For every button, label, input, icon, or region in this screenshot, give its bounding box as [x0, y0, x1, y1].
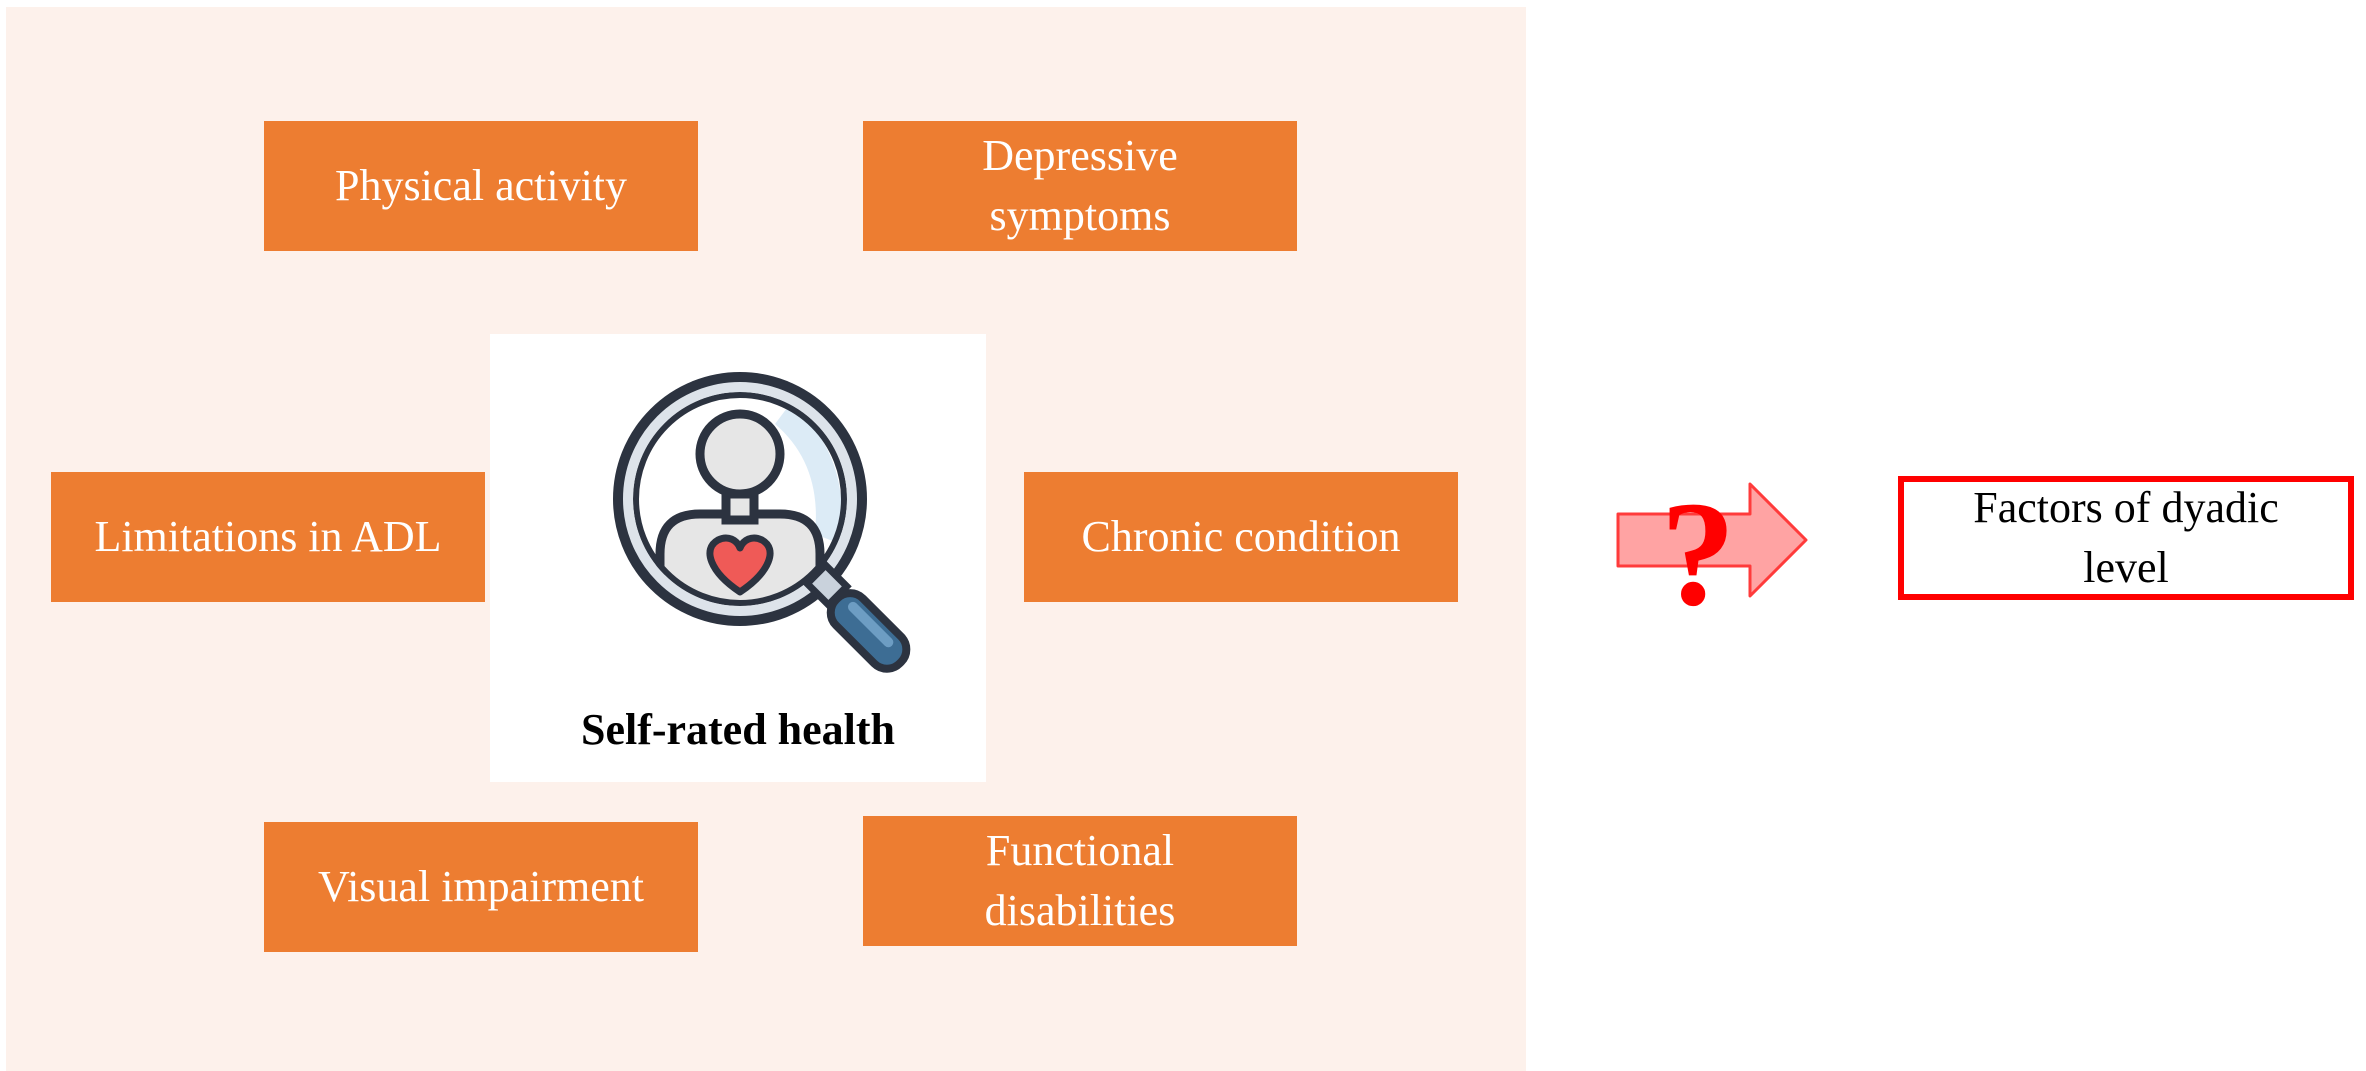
- question-mark: ?: [1661, 472, 1736, 622]
- factor-chronic-condition: Chronic condition: [1024, 472, 1458, 602]
- outcome-dyadic-factors: Factors of dyadic level: [1898, 476, 2354, 600]
- self-rated-health-label: Self-rated health: [580, 705, 896, 754]
- factor-visual-impairment: Visual impairment: [264, 822, 698, 952]
- factor-functional-disabilities: Functional disabilities: [863, 816, 1297, 946]
- self-rated-health-card: Self-rated health: [490, 334, 986, 782]
- right-arrow-icon: ?: [1616, 472, 1808, 622]
- magnifier-person-heart-icon: [613, 372, 911, 673]
- factor-physical-activity: Physical activity: [264, 121, 698, 251]
- factor-depressive-symptoms: Depressive symptoms: [863, 121, 1297, 251]
- factor-limitations-in-adl: Limitations in ADL: [51, 472, 485, 602]
